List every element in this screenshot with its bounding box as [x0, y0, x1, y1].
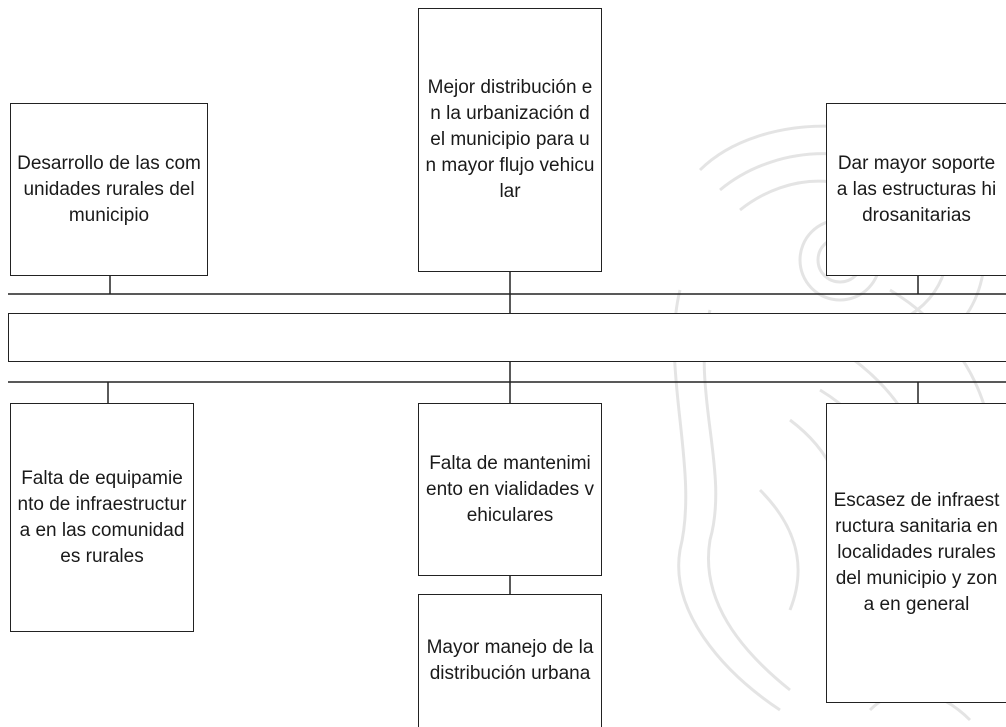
central-problem-box	[8, 313, 1006, 362]
sub-cause-text-1: Mayor manejo de la distribución urbana	[426, 637, 594, 684]
effect-text-2: Mejor distribución en la urbanización de…	[425, 77, 595, 202]
effect-box-2: Mejor distribución en la urbanización de…	[418, 8, 602, 272]
effect-text-1: Desarrollo de las comunidades rurales de…	[17, 152, 201, 226]
effect-box-3: Dar mayor soporte a las estructuras hidr…	[826, 103, 1006, 276]
effect-box-1: Desarrollo de las comunidades rurales de…	[10, 103, 208, 276]
cause-text-3: Escasez de infraestructura sanitaria en …	[833, 490, 1000, 615]
cause-text-2: Falta de mantenimiento en vialidades veh…	[426, 452, 594, 526]
cause-box-2: Falta de mantenimiento en vialidades veh…	[418, 403, 602, 576]
cause-text-1: Falta de equipamiento de infraestructura…	[17, 467, 187, 567]
effect-text-3: Dar mayor soporte a las estructuras hidr…	[836, 152, 997, 226]
sub-cause-box-1: Mayor manejo de la distribución urbana	[418, 594, 602, 727]
cause-box-1: Falta de equipamiento de infraestructura…	[10, 403, 194, 632]
cause-box-3: Escasez de infraestructura sanitaria en …	[826, 403, 1006, 703]
